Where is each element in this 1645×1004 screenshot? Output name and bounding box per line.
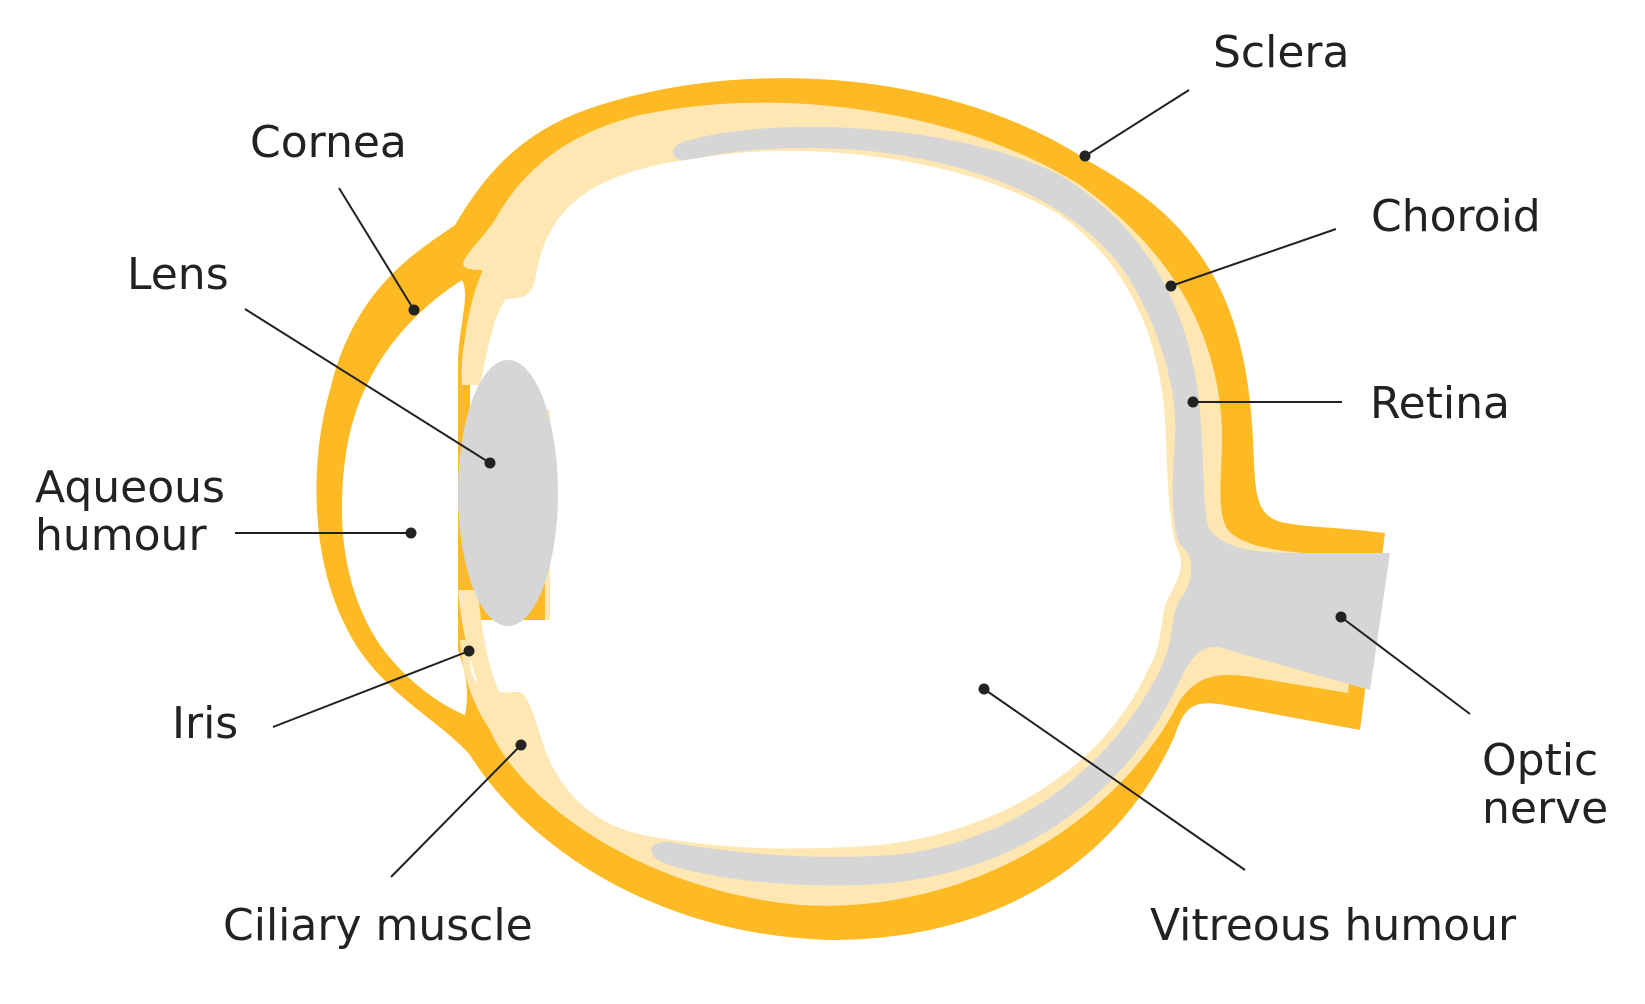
dot-ciliary [515, 739, 527, 751]
vitreous-interior [470, 150, 1182, 849]
dot-choroid [1165, 280, 1177, 292]
dot-lens [484, 457, 496, 469]
dot-cornea [408, 304, 420, 316]
iris-upper [462, 272, 505, 385]
leader-sclera [1084, 89, 1190, 157]
dot-vitreous [978, 683, 990, 695]
leader-ciliary [390, 744, 522, 878]
leader-choroid [1170, 228, 1337, 287]
label-aqueous-line2: humour [35, 510, 207, 561]
leader-iris [272, 650, 470, 728]
label-optic-nerve: Optic nerve [1482, 735, 1612, 834]
leader-vitreous [983, 688, 1246, 871]
label-lens: Lens [127, 249, 229, 300]
label-aqueous-humour: Aqueous humour [35, 462, 239, 561]
lens-shape [458, 360, 558, 626]
dot-aqueous [405, 527, 417, 539]
label-retina: Retina [1370, 378, 1510, 429]
leader-lens [244, 308, 491, 464]
dot-retina [1187, 396, 1199, 408]
label-cornea: Cornea [250, 117, 407, 168]
label-choroid: Choroid [1371, 191, 1541, 242]
dot-sclera [1079, 150, 1091, 162]
label-sclera: Sclera [1213, 27, 1349, 78]
label-iris: Iris [172, 698, 238, 749]
iris-lower [458, 590, 505, 712]
label-ciliary-muscle: Ciliary muscle [223, 900, 533, 951]
dot-optic-nerve [1335, 611, 1347, 623]
label-optic-line1: Optic [1482, 735, 1598, 786]
label-optic-line2: nerve [1482, 783, 1608, 834]
dot-iris [463, 645, 475, 657]
leader-optic-nerve [1340, 616, 1471, 715]
leader-cornea [338, 187, 415, 311]
label-aqueous-line1: Aqueous [35, 462, 225, 513]
label-vitreous-humour: Vitreous humour [1150, 900, 1517, 951]
